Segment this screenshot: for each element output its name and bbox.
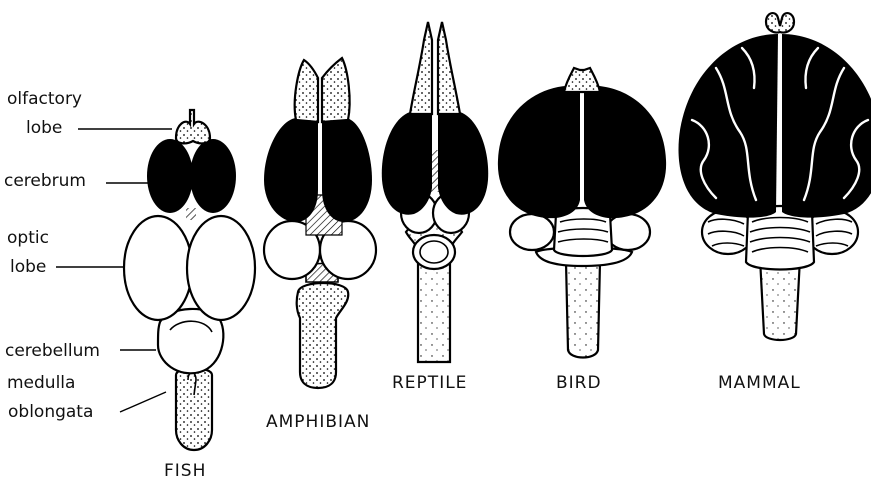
label-olfactory: olfactory bbox=[7, 89, 82, 109]
amphibian-olfactory-lobe-right bbox=[322, 58, 350, 122]
mammal-olfactory-lobe bbox=[766, 13, 794, 32]
fish-brain: FISH bbox=[124, 110, 255, 481]
reptile-cerebrum-left bbox=[382, 112, 432, 215]
label-optic-lobe: lobe bbox=[10, 257, 46, 277]
mammal-brain: MAMMAL bbox=[679, 13, 871, 393]
bird-cerebrum-left bbox=[498, 86, 580, 218]
fish-optic-lobe-right bbox=[187, 216, 255, 320]
reptile-olfactory-lobe-left bbox=[410, 22, 432, 114]
amphibian-cerebrum-right bbox=[322, 118, 372, 222]
bird-medulla bbox=[566, 262, 600, 358]
reptile-olfactory-lobe-right bbox=[438, 22, 460, 114]
reptile-brain: REPTILE bbox=[382, 22, 488, 393]
caption-mammal: MAMMAL bbox=[718, 373, 801, 393]
bird-brain: BIRD bbox=[498, 68, 666, 393]
leader-medulla bbox=[120, 392, 166, 412]
label-medulla: medulla bbox=[7, 373, 75, 393]
bird-cerebrum-right bbox=[584, 86, 666, 218]
label-olfactory-lobe: lobe bbox=[26, 118, 62, 138]
amphibian-cerebrum-left bbox=[264, 118, 318, 222]
amphibian-medulla bbox=[297, 283, 349, 388]
caption-bird: BIRD bbox=[556, 373, 602, 393]
amphibian-brain: AMPHIBIAN bbox=[264, 58, 376, 432]
caption-reptile: REPTILE bbox=[392, 373, 467, 393]
caption-fish: FISH bbox=[164, 461, 206, 481]
fish-cerebrum-right bbox=[190, 139, 236, 213]
fish-cerebrum-left bbox=[147, 139, 193, 213]
caption-amphibian: AMPHIBIAN bbox=[266, 412, 370, 432]
reptile-cerebrum-right bbox=[438, 112, 488, 215]
fish-optic-lobe-left bbox=[124, 216, 192, 320]
amphibian-olfactory-lobe-left bbox=[295, 60, 318, 122]
label-cerebellum: cerebellum bbox=[5, 341, 100, 361]
label-optic: optic bbox=[7, 228, 49, 248]
bird-olfactory-lobe bbox=[564, 68, 600, 92]
bird-optic-lobe-left bbox=[510, 214, 554, 250]
fish-olfactory-lobe bbox=[176, 110, 210, 143]
fish-medulla bbox=[176, 368, 212, 450]
mammal-cerebrum-left bbox=[679, 34, 779, 218]
label-cerebrum: cerebrum bbox=[4, 171, 86, 191]
label-medulla-oblongata: oblongata bbox=[8, 402, 93, 422]
